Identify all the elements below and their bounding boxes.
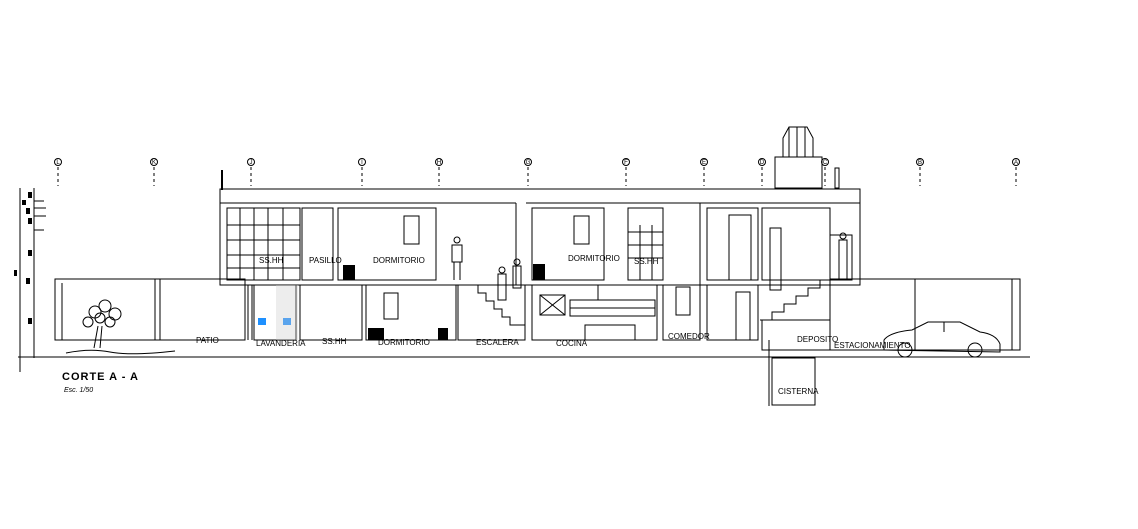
- axis-marker-D: D: [758, 158, 766, 186]
- window: [829, 234, 853, 281]
- wall-painting: [675, 286, 691, 316]
- door: [728, 214, 752, 281]
- person-figure: [453, 236, 461, 244]
- room-label: LAVANDERIA: [256, 339, 306, 348]
- axis-bubble: [435, 158, 443, 166]
- axis-marker-B: B: [916, 158, 924, 186]
- selected-fixture: [258, 318, 266, 325]
- axis-label: D: [760, 160, 765, 166]
- window: [769, 227, 782, 291]
- wall-painting: [383, 292, 399, 320]
- level-dimension-line: [14, 188, 46, 372]
- axis-label: B: [918, 160, 922, 166]
- drawing-title: CORTE A - A: [62, 371, 139, 383]
- kitchen-cabinets: [539, 285, 656, 341]
- selected-fixture: [283, 318, 291, 325]
- axis-label: F: [624, 160, 628, 166]
- axis-label: G: [526, 160, 531, 166]
- room-label: ESCALERA: [476, 338, 519, 347]
- axis-bubble: [700, 158, 708, 166]
- axis-bubble: [54, 158, 62, 166]
- room-label: CISTERNA: [778, 387, 819, 396]
- axis-marker-I: I: [358, 158, 366, 186]
- room-label: DORMITORIO: [568, 254, 620, 263]
- tree-icon: [65, 299, 176, 355]
- axis-bubble: [358, 158, 366, 166]
- room-label: COCINA: [556, 339, 588, 348]
- room-label: SS.HH: [259, 256, 284, 265]
- person-figure: [498, 266, 506, 274]
- room-label: PASILLO: [309, 256, 342, 265]
- upper-floor: [219, 170, 861, 301]
- axis-label: I: [361, 160, 363, 166]
- axis-label: L: [56, 160, 60, 166]
- door: [735, 291, 751, 341]
- axis-marker-A: A: [1012, 158, 1020, 186]
- axis-bubble: [1012, 158, 1020, 166]
- axis-bubble: [916, 158, 924, 166]
- axis-marker-K: K: [150, 158, 158, 186]
- room-labels: SS.HH PASILLO DORMITORIO DORMITORIO SS.H…: [196, 254, 911, 396]
- axis-marker-C: C: [821, 158, 829, 186]
- axis-label: H: [437, 160, 441, 166]
- drawing-scale: Esc. 1/50: [64, 387, 93, 394]
- wall-painting: [573, 215, 590, 245]
- person-figure: [513, 258, 521, 266]
- room-label: DORMITORIO: [378, 338, 430, 347]
- staircase: [760, 279, 830, 321]
- room-label: DEPOSITO: [797, 335, 838, 344]
- room-label: SS.HH: [634, 257, 659, 266]
- staircase: [470, 284, 525, 326]
- axis-marker-J: J: [247, 158, 255, 186]
- axis-marker-F: F: [622, 158, 630, 186]
- axis-marker-L: L: [54, 158, 62, 186]
- axis-bubble: [524, 158, 532, 166]
- car-icon: [883, 321, 1001, 358]
- tile-grid: [227, 208, 663, 280]
- axis-label: E: [702, 160, 706, 166]
- room-label: SS.HH: [322, 337, 347, 346]
- lower-floor: [54, 278, 1021, 406]
- axis-marker-G: G: [524, 158, 532, 186]
- axis-label: J: [250, 160, 253, 166]
- person-figure: [839, 232, 847, 240]
- axis-label: C: [823, 160, 828, 166]
- axis-bubble: [758, 158, 766, 166]
- axis-marker-H: H: [435, 158, 443, 186]
- roof-tank-tower: [774, 126, 840, 189]
- axis-bubble: [150, 158, 158, 166]
- room-label: DORMITORIO: [373, 256, 425, 265]
- axis-bubble: [247, 158, 255, 166]
- wall-painting: [403, 215, 420, 245]
- axis-marker-E: E: [700, 158, 708, 186]
- axis-bubble: [622, 158, 630, 166]
- cistern: [771, 357, 816, 406]
- axis-label: A: [1014, 160, 1018, 166]
- room-label: ESTACIONAMIENTO: [834, 341, 911, 350]
- room-label: COMEDOR: [668, 332, 710, 341]
- axis-label: K: [152, 160, 156, 166]
- room-label: PATIO: [196, 336, 219, 345]
